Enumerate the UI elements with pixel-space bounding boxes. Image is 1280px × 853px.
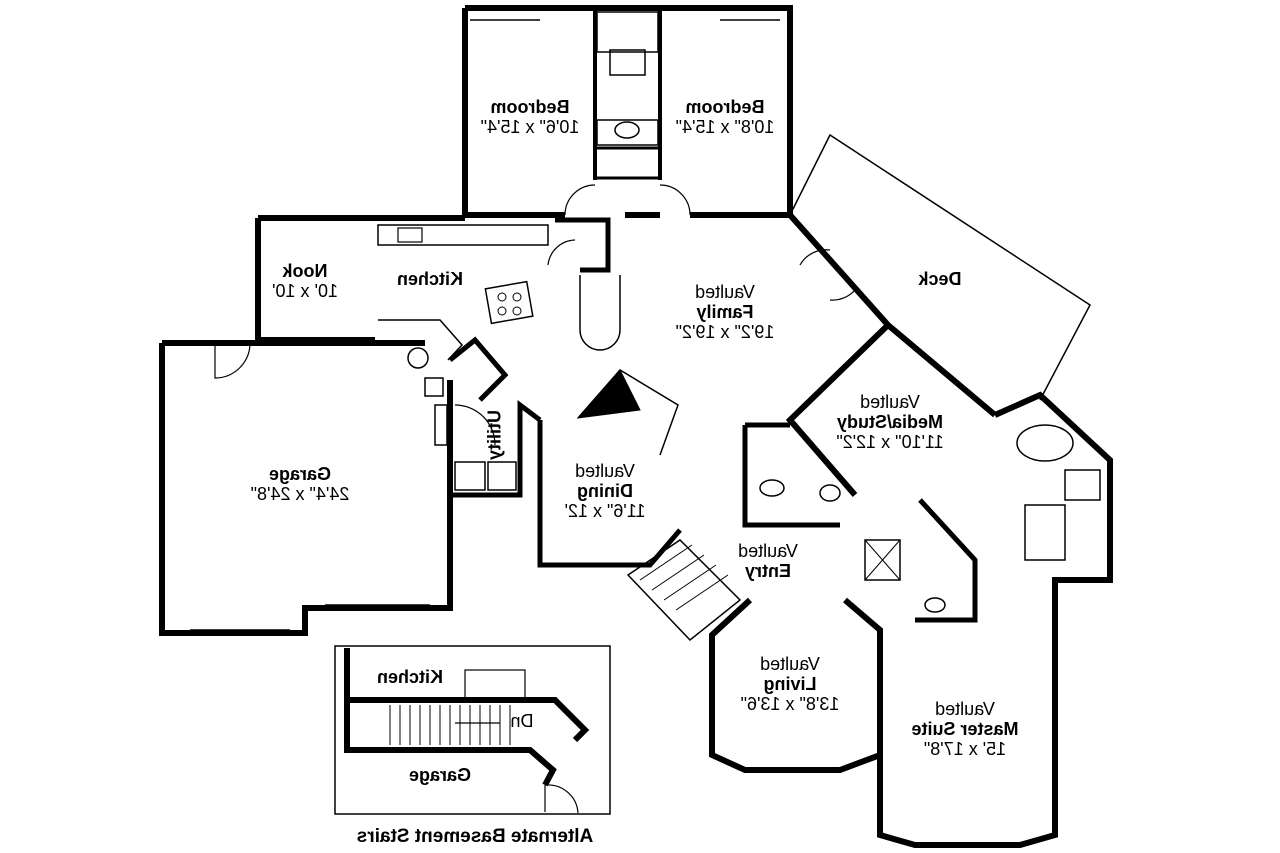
room-kitchen: Kitchen	[396, 269, 464, 290]
room-dining: Vaulted Dining 11'6" x 12'	[564, 461, 646, 521]
room-name: Living	[763, 673, 817, 694]
room-prefix: Vaulted	[575, 461, 635, 481]
room-name: Garage	[268, 464, 332, 484]
inset-kitchen-text: Kitchen	[376, 667, 444, 687]
room-prefix: Vaulted	[935, 699, 995, 719]
room-family: Vaulted Family 19'2" x 19'2"	[675, 282, 775, 342]
room-dimensions: 19'2" x 19'2"	[675, 321, 775, 342]
room-deck: Deck	[918, 269, 962, 290]
room-name: Bedroom	[490, 97, 570, 117]
inset-stair-down-label: Dn	[510, 711, 534, 732]
room-media-study: Vaulted Media/Study 11'10" x 12'2"	[836, 392, 944, 452]
room-bedroom-right: Bedroom 10'8" x 15'4"	[675, 97, 775, 138]
room-dimensions: 15' x 17'8"	[923, 738, 1007, 759]
room-dimensions: 11'6" x 12'	[564, 500, 646, 521]
room-dimensions: 24'4" x 24'8"	[250, 483, 350, 504]
room-dimensions: 10'8" x 15'4"	[675, 116, 775, 137]
room-dimensions: 13'8" x 13'6"	[740, 693, 840, 714]
room-prefix: Vaulted	[860, 392, 920, 412]
room-name: Media/Study	[837, 411, 944, 432]
room-dimensions: 10' x 10'	[272, 280, 338, 301]
room-name: Bedroom	[685, 97, 765, 117]
room-living: Vaulted Living 13'8" x 13'6"	[740, 654, 840, 714]
room-name: Kitchen	[396, 269, 464, 289]
inset-caption: Alternate Basement Stairs	[356, 826, 594, 847]
room-name: Family	[696, 301, 754, 322]
room-bedroom-left: Bedroom 10'6" x 15'4"	[480, 97, 580, 138]
room-prefix: Vaulted	[738, 541, 798, 561]
inset-kitchen-label: Kitchen	[376, 667, 444, 688]
room-prefix: Vaulted	[760, 654, 820, 674]
room-entry: Vaulted Entry	[738, 541, 798, 582]
room-master-suite: Vaulted Master Suite 15' x 17'8"	[911, 699, 1019, 759]
stair-down-text: Dn	[510, 711, 534, 731]
room-name: Master Suite	[911, 718, 1019, 739]
room-utility: Utility	[484, 409, 505, 461]
inset-garage-text: Garage	[408, 765, 472, 785]
room-name: Dining	[577, 480, 634, 501]
room-garage: Garage 24'4" x 24'8"	[250, 464, 350, 505]
room-nook: Nook 10' x 10'	[272, 261, 338, 302]
room-dimensions: 11'10" x 12'2"	[836, 431, 944, 452]
room-prefix: Vaulted	[695, 282, 755, 302]
room-dimensions: 10'6" x 15'4"	[480, 116, 580, 137]
room-name: Deck	[918, 269, 962, 289]
room-name: Nook	[282, 261, 328, 281]
room-name: Entry	[745, 560, 792, 581]
inset-garage-label: Garage	[408, 765, 472, 786]
